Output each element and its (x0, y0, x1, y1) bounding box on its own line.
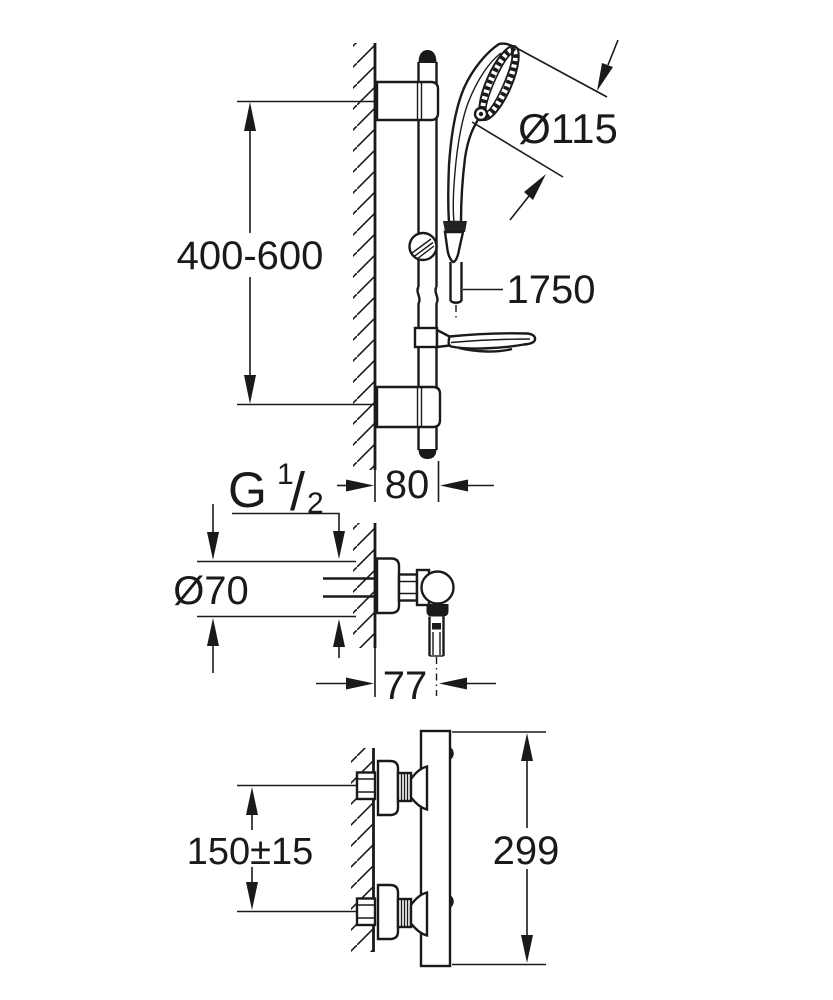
dim-body-height: 299 (452, 731, 560, 966)
wall-top (353, 43, 377, 470)
arrowhead (333, 531, 345, 559)
valve-escutcheon (375, 557, 401, 615)
supply-hex-nut (355, 897, 377, 927)
wall-offset-label: 80 (385, 463, 430, 507)
handle-contour-line (452, 52, 502, 223)
arrowhead (246, 882, 258, 910)
hand-shower (447, 42, 520, 224)
escutcheon (376, 759, 400, 817)
rail-bottom-cap (418, 449, 437, 459)
outlet-detail (432, 623, 441, 630)
rail-bracket-bottom (375, 385, 442, 429)
inlet-connection-top (355, 759, 429, 817)
dim-hose-length: 1750 (463, 268, 595, 312)
valve-depth-label: 77 (383, 664, 428, 708)
rail-break-symbol (416, 286, 421, 304)
wall-middle (353, 523, 377, 648)
body-port-detail (450, 895, 454, 908)
hex-connector (397, 573, 419, 602)
rail-top-cap (418, 50, 437, 63)
dim-inlet-spacing: 150±15 (187, 784, 357, 913)
arrowhead (244, 102, 256, 131)
rail-break-symbol (434, 286, 439, 304)
dim-rail-height: 400-600 (177, 100, 375, 406)
thread-size-label: G 1 / 2 (228, 458, 324, 522)
outlet-collar (426, 604, 449, 617)
head-diameter-label: Ø115 (518, 105, 618, 152)
arrowhead (333, 619, 345, 647)
handle-cone-nut (443, 221, 467, 232)
flange-diameter-label: Ø70 (173, 569, 249, 613)
union-nut (409, 764, 429, 812)
shower-hose (449, 262, 463, 320)
thread-callout: G 1 / 2 (228, 458, 345, 658)
holder-cone (443, 230, 465, 264)
arrowhead (439, 677, 467, 690)
arrowhead (346, 677, 374, 690)
arrowhead (346, 479, 374, 492)
arrowhead (246, 787, 258, 815)
dish-clamp (413, 326, 439, 349)
arrowhead (207, 532, 219, 560)
dim-head-diameter: Ø115 (471, 39, 619, 221)
slider-holder (408, 221, 467, 264)
dim-valve-depth: 77 (316, 648, 496, 708)
union-nut (409, 890, 429, 938)
shower-valve (323, 557, 455, 696)
dish-bottom-curve (458, 346, 513, 353)
dim-wall-offset: 80 (337, 461, 494, 507)
thermostat-mixer (355, 729, 454, 968)
arrowhead (440, 479, 468, 492)
rail-height-label: 400-600 (177, 234, 324, 278)
body-port-detail (450, 747, 454, 760)
inlet-spacing-label: 150±15 (187, 831, 314, 873)
dish-tray (447, 332, 537, 350)
wall-hatching (353, 43, 375, 470)
soap-dish (413, 326, 537, 353)
supply-hex-nut (355, 771, 377, 801)
hose-cut-end (449, 299, 463, 304)
leader-line (232, 512, 340, 533)
body-height-label: 299 (493, 829, 560, 873)
arrowhead (521, 935, 533, 963)
arrowhead (521, 733, 533, 761)
wall-hatching (353, 523, 375, 648)
rail-bracket-top (375, 80, 440, 122)
valve-handle-knob (420, 570, 455, 605)
inlet-connection-bottom (355, 883, 429, 941)
arrowhead (207, 618, 219, 646)
arrowhead (597, 63, 613, 91)
escutcheon (376, 883, 400, 941)
dim-flange-diameter: Ø70 (173, 504, 356, 673)
hose-length-label: 1750 (507, 268, 596, 312)
arrowhead (524, 174, 546, 200)
spray-face (473, 45, 520, 122)
arrowhead (244, 375, 256, 404)
dish-arm (435, 328, 451, 349)
